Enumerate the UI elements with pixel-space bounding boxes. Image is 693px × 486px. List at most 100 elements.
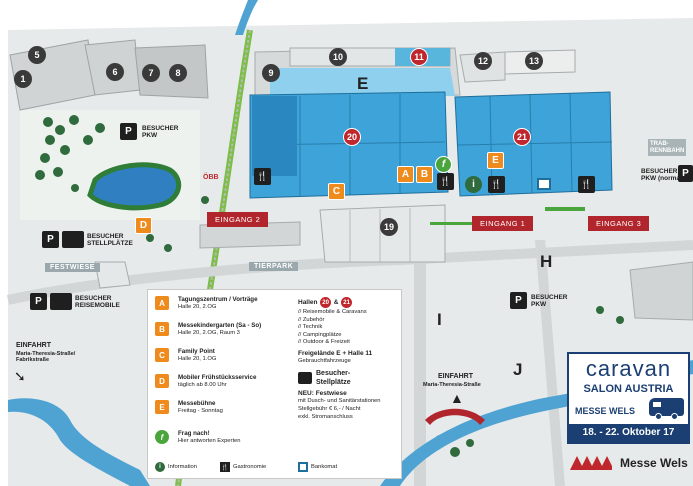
legend-bankomat-label: Bankomat xyxy=(311,464,338,470)
hall-pin-6[interactable]: 6 xyxy=(106,63,124,81)
legend-halls-item: // Outdoor & Freizeit xyxy=(298,339,350,346)
event-line2: SALON AUSTRIA xyxy=(583,383,674,395)
legend-badge-d: D xyxy=(155,374,169,388)
camper-icon xyxy=(50,293,72,310)
entrance-1-button[interactable]: EINGANG 1 xyxy=(472,216,534,231)
legend-hall-20: 20 xyxy=(319,296,333,309)
trabrennbahn-label: TRAB- RENNBAHN xyxy=(648,139,687,157)
einfahrt-left-title: EINFAHRT xyxy=(16,342,51,349)
hall-pin-19[interactable]: 19 xyxy=(380,218,398,236)
legend-text: täglich ab 8.00 Uhr xyxy=(178,382,227,389)
hall-pin-5[interactable]: 5 xyxy=(28,46,46,64)
hall-pin-10[interactable]: 10 xyxy=(329,48,347,66)
einfahrt-bottom-street: Maria-Theresia-Straße xyxy=(423,382,481,388)
legend-halls-item: // Technik xyxy=(298,324,323,331)
legend-halls-and: & xyxy=(333,299,339,307)
parking-icon: P xyxy=(678,165,693,182)
legend-halls-item: // Reisemobile & Caravans xyxy=(298,309,367,315)
legend-badge-frag: f xyxy=(155,430,169,444)
info-icon: i xyxy=(465,176,482,193)
legend-stellplaetze: Besucher- Stellplätze xyxy=(316,369,351,386)
festwiese-label: FESTWIESE xyxy=(45,263,100,272)
parking-icon: P xyxy=(30,293,47,310)
parking-icon: P xyxy=(120,123,137,140)
entrance-3-button[interactable]: EINGANG 3 xyxy=(588,216,650,231)
service-a-marker[interactable]: A xyxy=(397,166,414,183)
besucher-pkw-label: BESUCHER PKW xyxy=(531,294,568,309)
hall-pin-9[interactable]: 9 xyxy=(262,64,280,82)
bankomat-icon xyxy=(537,178,551,190)
hall-pin-8[interactable]: 8 xyxy=(169,64,187,82)
legend-title: Tagungszentrum / Vorträge xyxy=(178,296,258,303)
parking-icon: P xyxy=(42,231,59,248)
hall-pin-12[interactable]: 12 xyxy=(474,52,492,70)
legend-halls-item: // Zubehör xyxy=(298,316,325,323)
hall-pin-13[interactable]: 13 xyxy=(525,52,543,70)
legend-footer-info: i Information xyxy=(155,462,197,472)
legend-gastro-label: Gastronomie xyxy=(233,464,267,470)
legend-halls-item: // Campingplätze xyxy=(298,331,342,338)
legend-text: Halle 20, 2.OG xyxy=(178,304,217,311)
legend-hall-21: 21 xyxy=(340,296,354,309)
area-i-label: I xyxy=(437,310,442,329)
legend-text: Hier antworten Experten xyxy=(178,438,241,445)
hall-pin-20[interactable]: 20 xyxy=(343,128,361,146)
service-d-marker[interactable]: D xyxy=(135,217,152,234)
legend-title: Frag nach! xyxy=(178,430,210,437)
gastro-icon: 🍴 xyxy=(488,176,505,193)
legend-neu-text: mit Dusch- und Sanitärstationen Stellgeb… xyxy=(298,398,381,420)
legend-halls: Hallen 20 & 21 // Reisemobile & Caravans… xyxy=(298,296,398,421)
event-line3: MESSE WELS xyxy=(575,406,636,416)
legend-gebraucht: Gebrauchtfahrzeuge xyxy=(298,358,351,365)
river-top xyxy=(235,0,258,35)
legend-badge-a: A xyxy=(155,296,169,310)
legend-footer-gastro: 🍴 Gastronomie xyxy=(220,462,266,472)
event-dates: 18. - 22. Oktober 17 xyxy=(569,424,688,442)
messe-wels-brand: Messe Wels xyxy=(620,456,688,470)
gastro-icon: 🍴 xyxy=(220,462,230,472)
frag-nach-marker[interactable]: f xyxy=(435,156,452,173)
hall-pin-7[interactable]: 7 xyxy=(142,64,160,82)
arrow-icon: ➘ xyxy=(14,368,26,384)
einfahrt-left-street: Maria-Theresia-Straße/ Fabrikstraße xyxy=(16,351,76,364)
einfahrt-bottom-title: EINFAHRT xyxy=(438,373,473,380)
area-h-label: H xyxy=(540,252,553,271)
legend-info-label: Information xyxy=(168,464,197,470)
legend-badge-e: E xyxy=(155,400,169,414)
hall-pin-1[interactable]: 1 xyxy=(14,70,32,88)
obb-label: ÖBB xyxy=(203,174,219,181)
legend-footer-bankomat: Bankomat xyxy=(298,462,337,472)
service-b-marker[interactable]: B xyxy=(416,166,433,183)
gastro-icon: 🍴 xyxy=(578,176,595,193)
info-icon: i xyxy=(155,462,165,472)
river-left xyxy=(8,398,150,486)
arrow-up-icon: ▲ xyxy=(450,390,464,406)
hall-pin-11[interactable]: 11 xyxy=(410,48,428,66)
pond xyxy=(87,162,182,211)
besucher-pkw-normal-label: BESUCHER PKW (normal) xyxy=(641,168,684,183)
area-e-label: E xyxy=(357,74,369,93)
besucher-pkw-label: BESUCHER PKW xyxy=(142,125,179,140)
legend-freigelaende: Freigelände E + Halle 11 xyxy=(298,349,373,357)
legend-text: Halle 20, 2.OG, Raum 3 xyxy=(178,330,240,337)
messe-wels-logo-icon xyxy=(570,454,612,470)
legend-item-frag: f Frag nach!Hier antworten Experten xyxy=(155,430,287,445)
service-e-marker[interactable]: E xyxy=(487,152,504,169)
legend-badge-b: B xyxy=(155,322,169,336)
tierpark-label: TIERPARK xyxy=(249,262,299,271)
hall-pin-21[interactable]: 21 xyxy=(513,128,531,146)
service-c-marker[interactable]: C xyxy=(328,183,345,200)
legend-badge-c: C xyxy=(155,348,169,362)
entrance-2-button[interactable]: EINGANG 2 xyxy=(207,212,269,227)
freigelaende-e xyxy=(270,68,455,98)
legend-title: Messekindergarten (Sa - So) xyxy=(178,322,262,329)
legend-halls-heading: Hallen xyxy=(298,299,318,307)
legend-title: Mobiler Frühstücksservice xyxy=(178,374,257,381)
legend-title: Family Point xyxy=(178,348,215,355)
